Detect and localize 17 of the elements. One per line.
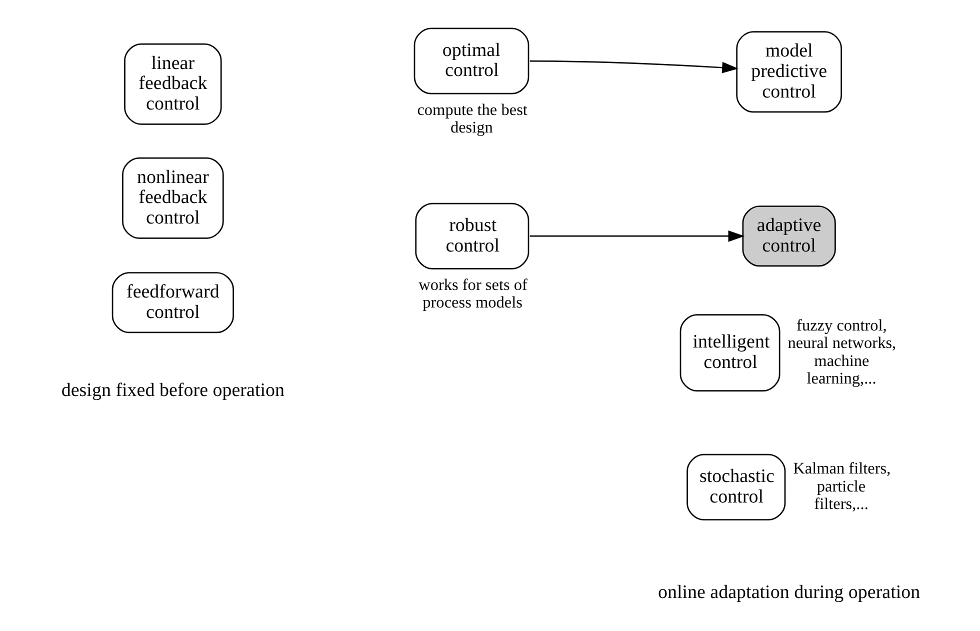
- arrow: [529, 60, 738, 74]
- node-box: robust control: [414, 202, 529, 270]
- node-box: stochastic control: [686, 454, 786, 520]
- node-box: model predictive control: [736, 31, 842, 113]
- label: design fixed before operation: [60, 380, 284, 401]
- node-box: intelligent control: [679, 314, 780, 392]
- node-box: feedforward control: [111, 272, 234, 334]
- node-label: fuzzy control, neural networks, machine learning,...: [787, 316, 896, 388]
- arrow: [529, 230, 744, 242]
- node-box: linear feedback control: [124, 43, 222, 125]
- node-label: compute the best design: [416, 100, 527, 136]
- label: online adaptation during operation: [657, 582, 920, 604]
- node-label: works for sets of process models: [418, 274, 527, 312]
- node-box: nonlinear feedback control: [122, 157, 224, 239]
- node-box: optimal control: [413, 28, 529, 94]
- node-box: adaptive control: [742, 206, 836, 267]
- node-label: Kalman filters, particle filters,...: [792, 458, 890, 514]
